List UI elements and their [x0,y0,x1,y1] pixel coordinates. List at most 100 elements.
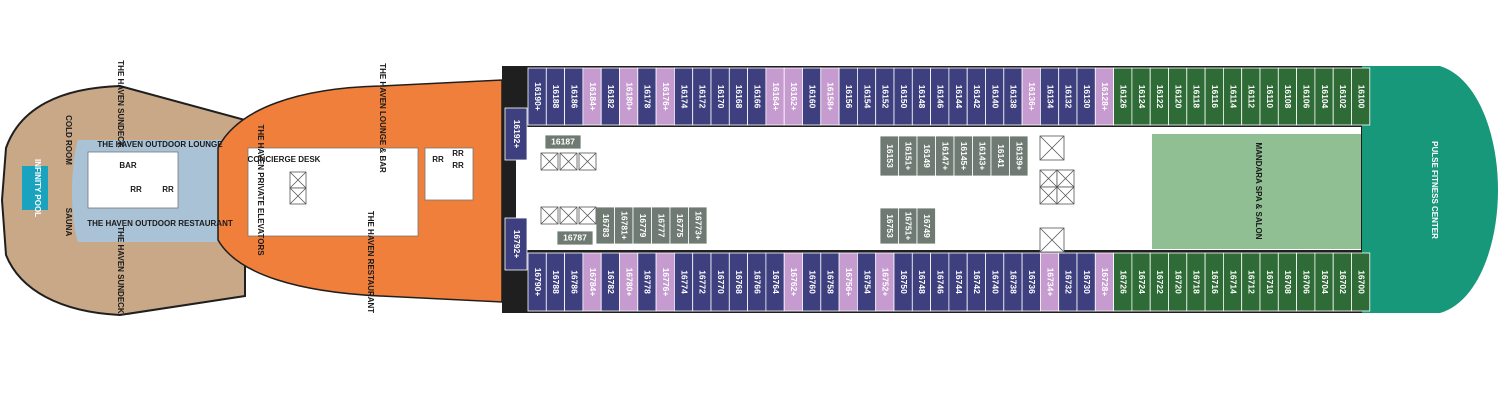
cabin-16762[interactable]: 16762+ [783,252,803,312]
cabin-16706[interactable]: 16706 [1296,252,1316,312]
cabin-16753[interactable]: 16753 [879,207,899,245]
cabin-16773[interactable]: 16773+ [688,206,708,245]
cabin-16114[interactable]: 16114 [1223,67,1243,126]
cabin-16164[interactable]: 16164+ [765,67,785,126]
cabin-16702[interactable]: 16702 [1332,252,1352,312]
cabin-16784[interactable]: 16784+ [582,252,602,312]
cabin-16788[interactable]: 16788 [545,252,565,312]
cabin-16766[interactable]: 16766 [747,252,767,312]
cabin-16141[interactable]: 16141 [990,135,1010,177]
cabin-16781[interactable]: 16781+ [614,206,634,245]
cabin-16172[interactable]: 16172 [692,67,712,126]
cabin-16152[interactable]: 16152 [875,67,895,126]
cabin-16102[interactable]: 16102 [1332,67,1352,126]
cabin-16774[interactable]: 16774 [674,252,694,312]
cabin-16139[interactable]: 16139+ [1009,135,1029,177]
cabin-16724[interactable]: 16724 [1131,252,1151,312]
cabin-16751[interactable]: 16751+ [898,207,918,245]
cabin-16734[interactable]: 16734+ [1040,252,1060,312]
cabin-16142[interactable]: 16142 [966,67,986,126]
cabin-16110[interactable]: 16110 [1259,67,1279,126]
cabin-16149[interactable]: 16149 [916,135,936,177]
cabin-16749[interactable]: 16749 [916,207,936,245]
cabin-16710[interactable]: 16710 [1259,252,1279,312]
cabin-16786[interactable]: 16786 [564,252,584,312]
cabin-16704[interactable]: 16704 [1314,252,1334,312]
cabin-16720[interactable]: 16720 [1168,252,1188,312]
cabin-16750[interactable]: 16750 [893,252,913,312]
cabin-16140[interactable]: 16140 [985,67,1005,126]
cabin-16186[interactable]: 16186 [564,67,584,126]
cabin-16178[interactable]: 16178 [637,67,657,126]
cabin-16145[interactable]: 16145+ [953,135,973,177]
cabin-16756[interactable]: 16756+ [838,252,858,312]
cabin-16782[interactable]: 16782 [600,252,620,312]
cabin-16776[interactable]: 16776+ [655,252,675,312]
cabin-16775[interactable]: 16775 [669,206,689,245]
cabin-16716[interactable]: 16716 [1204,252,1224,312]
cabin-16128[interactable]: 16128+ [1094,67,1115,126]
cabin-16777[interactable]: 16777 [651,206,671,245]
cabin-16783[interactable]: 16783 [595,206,615,245]
cabin-16146[interactable]: 16146 [930,67,950,126]
cabin-16778[interactable]: 16778 [637,252,657,312]
cabin-16190[interactable]: 16190+ [527,67,547,126]
cabin-16722[interactable]: 16722 [1149,252,1169,312]
cabin-16116[interactable]: 16116 [1204,67,1224,126]
cabin-16728[interactable]: 16728+ [1094,252,1115,312]
cabin-16726[interactable]: 16726 [1113,252,1133,312]
cabin-16143[interactable]: 16143+ [972,135,992,177]
cabin-16700[interactable]: 16700 [1351,252,1371,312]
cabin-16106[interactable]: 16106 [1296,67,1316,126]
cabin-16144[interactable]: 16144 [948,67,968,126]
cabin-16770[interactable]: 16770 [710,252,730,312]
cabin-16779[interactable]: 16779 [632,206,652,245]
cabin-16120[interactable]: 16120 [1168,67,1188,126]
cabin-16156[interactable]: 16156 [838,67,858,126]
cabin-16758[interactable]: 16758 [820,252,840,312]
cabin-16134[interactable]: 16134 [1040,67,1060,126]
cabin-16104[interactable]: 16104 [1314,67,1334,126]
cabin-16174[interactable]: 16174 [674,67,694,126]
cabin-16182[interactable]: 16182 [600,67,620,126]
cabin-16138[interactable]: 16138 [1003,67,1023,126]
cabin-16176[interactable]: 16176+ [655,67,675,126]
cabin-16184[interactable]: 16184+ [582,67,602,126]
cabin-16742[interactable]: 16742 [966,252,986,312]
cabin-16712[interactable]: 16712 [1241,252,1261,312]
cabin-16153[interactable]: 16153 [879,135,899,177]
cabin-16192[interactable]: 16192+ [504,107,528,161]
cabin-16736[interactable]: 16736 [1021,252,1041,312]
cabin-16752[interactable]: 16752+ [875,252,895,312]
cabin-16147[interactable]: 16147+ [935,135,955,177]
cabin-16790[interactable]: 16790+ [527,252,547,312]
cabin-16760[interactable]: 16760 [802,252,822,312]
cabin-16148[interactable]: 16148 [911,67,931,126]
cabin-16718[interactable]: 16718 [1186,252,1206,312]
cabin-16746[interactable]: 16746 [930,252,950,312]
cabin-16187[interactable]: 16187 [544,134,582,150]
cabin-16162[interactable]: 16162+ [783,67,803,126]
cabin-16792[interactable]: 16792+ [504,217,528,271]
cabin-16158[interactable]: 16158+ [820,67,840,126]
cabin-16754[interactable]: 16754 [857,252,877,312]
cabin-16166[interactable]: 16166 [747,67,767,126]
cabin-16764[interactable]: 16764 [765,252,785,312]
cabin-16744[interactable]: 16744 [948,252,968,312]
cabin-16126[interactable]: 16126 [1113,67,1133,126]
cabin-16768[interactable]: 16768 [728,252,748,312]
cabin-16780[interactable]: 16780+ [619,252,639,312]
cabin-16118[interactable]: 16118 [1186,67,1206,126]
cabin-16787[interactable]: 16787 [556,230,594,246]
cabin-16154[interactable]: 16154 [857,67,877,126]
cabin-16708[interactable]: 16708 [1277,252,1298,312]
cabin-16108[interactable]: 16108 [1277,67,1298,126]
cabin-16732[interactable]: 16732 [1058,252,1078,312]
cabin-16714[interactable]: 16714 [1223,252,1243,312]
cabin-16738[interactable]: 16738 [1003,252,1023,312]
cabin-16132[interactable]: 16132 [1058,67,1078,126]
cabin-16122[interactable]: 16122 [1149,67,1169,126]
cabin-16100[interactable]: 16100 [1351,67,1371,126]
cabin-16124[interactable]: 16124 [1131,67,1151,126]
cabin-16168[interactable]: 16168 [728,67,748,126]
